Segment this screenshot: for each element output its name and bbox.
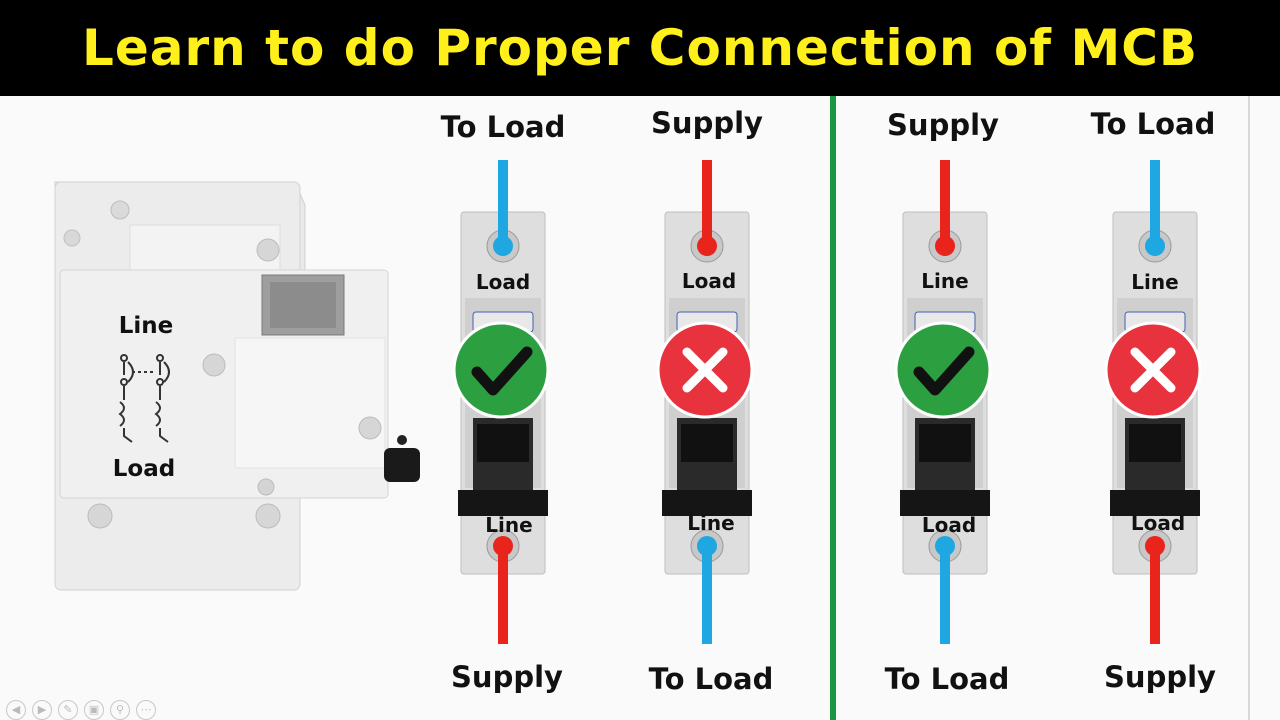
prev-icon[interactable]: ◀	[6, 700, 26, 720]
panel-3-top-terminal-label: Line	[921, 269, 969, 293]
copy-icon[interactable]: ▣	[84, 700, 104, 720]
panel-4-top-wire-label: To Load	[1090, 107, 1216, 141]
more-icon[interactable]: ⋯	[136, 700, 156, 720]
panel-1-check-icon	[452, 321, 550, 419]
panel-1-bottom-wire	[498, 546, 508, 644]
panel-1-top-wire-end	[493, 236, 513, 256]
panel-2-bottom-terminal-label: Line	[687, 511, 735, 535]
panel-4-bottom-wire-end	[1145, 536, 1165, 556]
panel-1-check-mark	[471, 346, 533, 396]
play-icon[interactable]: ▶	[32, 700, 52, 720]
large-breaker-load-label: Load	[112, 456, 176, 482]
panel-1-top-wire-label: To Load	[440, 110, 566, 144]
panel-1-bottom-wire-end	[493, 536, 513, 556]
right-edge-line	[1248, 96, 1250, 720]
panel-2-rail-clip	[662, 490, 752, 516]
panel-4-cross-mark	[1130, 347, 1176, 393]
panel-3-top-wire-end	[935, 236, 955, 256]
panel-1-top-wire	[498, 160, 508, 246]
zoom-icon[interactable]: ⚲	[110, 700, 130, 720]
panel-3-bottom-wire	[940, 546, 950, 644]
panel-2-bottom-wire-end	[697, 536, 717, 556]
panel-4-toggle-lever	[1129, 424, 1181, 462]
panel-3-check-mark	[913, 346, 975, 396]
pen-icon[interactable]: ✎	[58, 700, 78, 720]
page-title: Learn to do Proper Connection of MCB	[81, 19, 1199, 77]
panel-1-toggle-lever	[477, 424, 529, 462]
panel-4-top-terminal-label: Line	[1131, 270, 1179, 294]
section-divider	[830, 96, 836, 720]
panel-2-bottom-wire	[702, 546, 712, 644]
panel-3-rail-clip	[900, 490, 990, 516]
panel-2-top-wire-end	[697, 236, 717, 256]
panel-1-bottom-wire-label: Supply	[451, 660, 563, 694]
panel-4-bottom-wire-label: Supply	[1104, 660, 1216, 694]
panel-2-cross-mark	[682, 347, 728, 393]
panel-3-bottom-wire-label: To Load	[884, 662, 1010, 696]
panel-4-top-wire	[1150, 160, 1160, 246]
panel-3-bottom-wire-end	[935, 536, 955, 556]
panel-1-bottom-terminal-label: Line	[485, 513, 533, 537]
panel-2-top-wire-label: Supply	[651, 106, 763, 140]
panel-2-bottom-wire-label: To Load	[648, 662, 774, 696]
panel-3-top-wire-label: Supply	[887, 108, 999, 142]
title-bar: Learn to do Proper Connection of MCB	[0, 0, 1280, 96]
panel-3-bottom-terminal-label: Load	[921, 513, 977, 537]
large-breaker-line-label: Line	[118, 313, 174, 339]
panel-3-top-wire	[940, 160, 950, 246]
panel-4-bottom-wire	[1150, 546, 1160, 644]
panel-3-check-icon	[894, 321, 992, 419]
panel-1-top-terminal-label: Load	[475, 270, 531, 294]
panel-4-rail-clip	[1110, 490, 1200, 516]
player-toolbar: ◀ ▶ ✎ ▣ ⚲ ⋯	[6, 700, 156, 720]
panel-4-bottom-terminal-label: Load	[1130, 511, 1186, 535]
panel-3-toggle-lever	[919, 424, 971, 462]
panel-4-top-wire-end	[1145, 236, 1165, 256]
panel-1-rail-clip	[458, 490, 548, 516]
panel-2-toggle-lever	[681, 424, 733, 462]
panel-2-top-wire	[702, 160, 712, 246]
panel-2-top-terminal-label: Load	[681, 269, 737, 293]
